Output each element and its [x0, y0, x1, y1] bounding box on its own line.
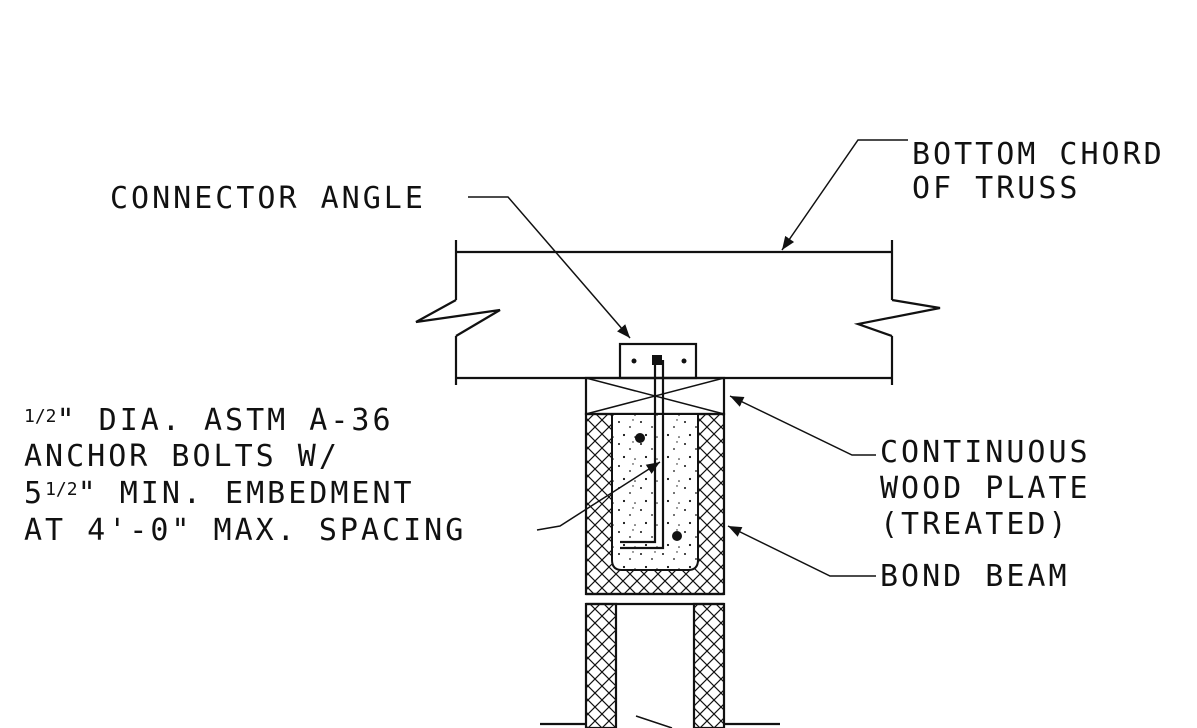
bond-beam-shape [584, 412, 726, 596]
bottom-chord-label-line2: OF TRUSS [912, 171, 1081, 206]
bond-beam-label: BOND BEAM [880, 559, 1070, 594]
bottom-chord-member [415, 240, 941, 385]
wood-plate-label-line3: (TREATED) [880, 507, 1070, 542]
leader-lines [468, 139, 908, 577]
wood-plate-label-line1: CONTINUOUS [880, 435, 1091, 470]
wood-plate-label-line2: WOOD PLATE [880, 471, 1091, 506]
masonry-wall-shape [540, 592, 780, 728]
anchor-bolt-label-line4: AT 4'-0" MAX. SPACING [24, 513, 466, 548]
bottom-chord-label-line1: BOTTOM CHORD [912, 137, 1165, 172]
anchor-bolt-label-line2: ANCHOR BOLTS W/ [24, 439, 340, 474]
connector-angle-label: CONNECTOR ANGLE [110, 181, 426, 216]
connector-angle-shape [618, 342, 698, 380]
anchor-bolt-label-line3: 51/2" MIN. EMBEDMENT [24, 476, 415, 511]
anchor-bolt-label-line1: 1/2" DIA. ASTM A-36 [24, 403, 394, 438]
anchor-bolt-shape [620, 360, 682, 550]
